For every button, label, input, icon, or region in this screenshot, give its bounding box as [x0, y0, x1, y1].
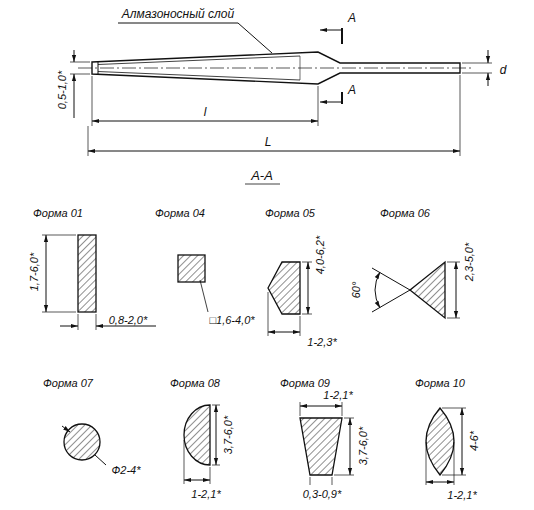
- dimension-label: 1,7-6,0*: [29, 253, 40, 292]
- section-mark: A: [348, 84, 356, 96]
- section-mark: A: [348, 12, 356, 24]
- form-title: Форма 09: [280, 378, 330, 389]
- dimension-label: 1-2,1*: [447, 490, 476, 501]
- dimension-label: 3,7-6,0*: [223, 416, 234, 455]
- dimension-label: 4-6*: [469, 431, 480, 451]
- form-title: Форма 04: [155, 208, 205, 219]
- section-title: А-А: [251, 169, 273, 182]
- form-title: Форма 06: [380, 208, 430, 219]
- form-title: Форма 07: [43, 378, 93, 389]
- dimension-label: 2,3-5,0*: [464, 243, 475, 282]
- dimension-label: 1-2,3*: [307, 337, 336, 348]
- dimension-label: l: [204, 106, 207, 118]
- dimension-label: L: [265, 136, 272, 148]
- form-title: Форма 08: [170, 378, 220, 389]
- dimension-label: 4,0-6,2*: [315, 236, 326, 275]
- dimension-label: d: [500, 64, 507, 76]
- form-title: Форма 05: [265, 208, 315, 219]
- dimension-label: 1-2,1*: [191, 489, 220, 500]
- dimension-label: 0,8-2,0*: [109, 315, 148, 326]
- form-title: Форма 01: [33, 208, 83, 219]
- form-title: Форма 10: [415, 378, 465, 389]
- dimension-label: 3,7-6,0*: [358, 427, 369, 466]
- dimension-label: 60°: [351, 282, 362, 299]
- dimension-label: 1-2,1*: [323, 390, 352, 401]
- part-label: Алмазоносный слой: [122, 8, 234, 20]
- dimension-label: □1,6-4,0*: [209, 315, 254, 326]
- dimension-label: 0,5-1,0*: [57, 71, 68, 110]
- dimension-label: 0,3-0,9*: [303, 489, 342, 500]
- dimension-label: Ф2-4*: [112, 465, 141, 476]
